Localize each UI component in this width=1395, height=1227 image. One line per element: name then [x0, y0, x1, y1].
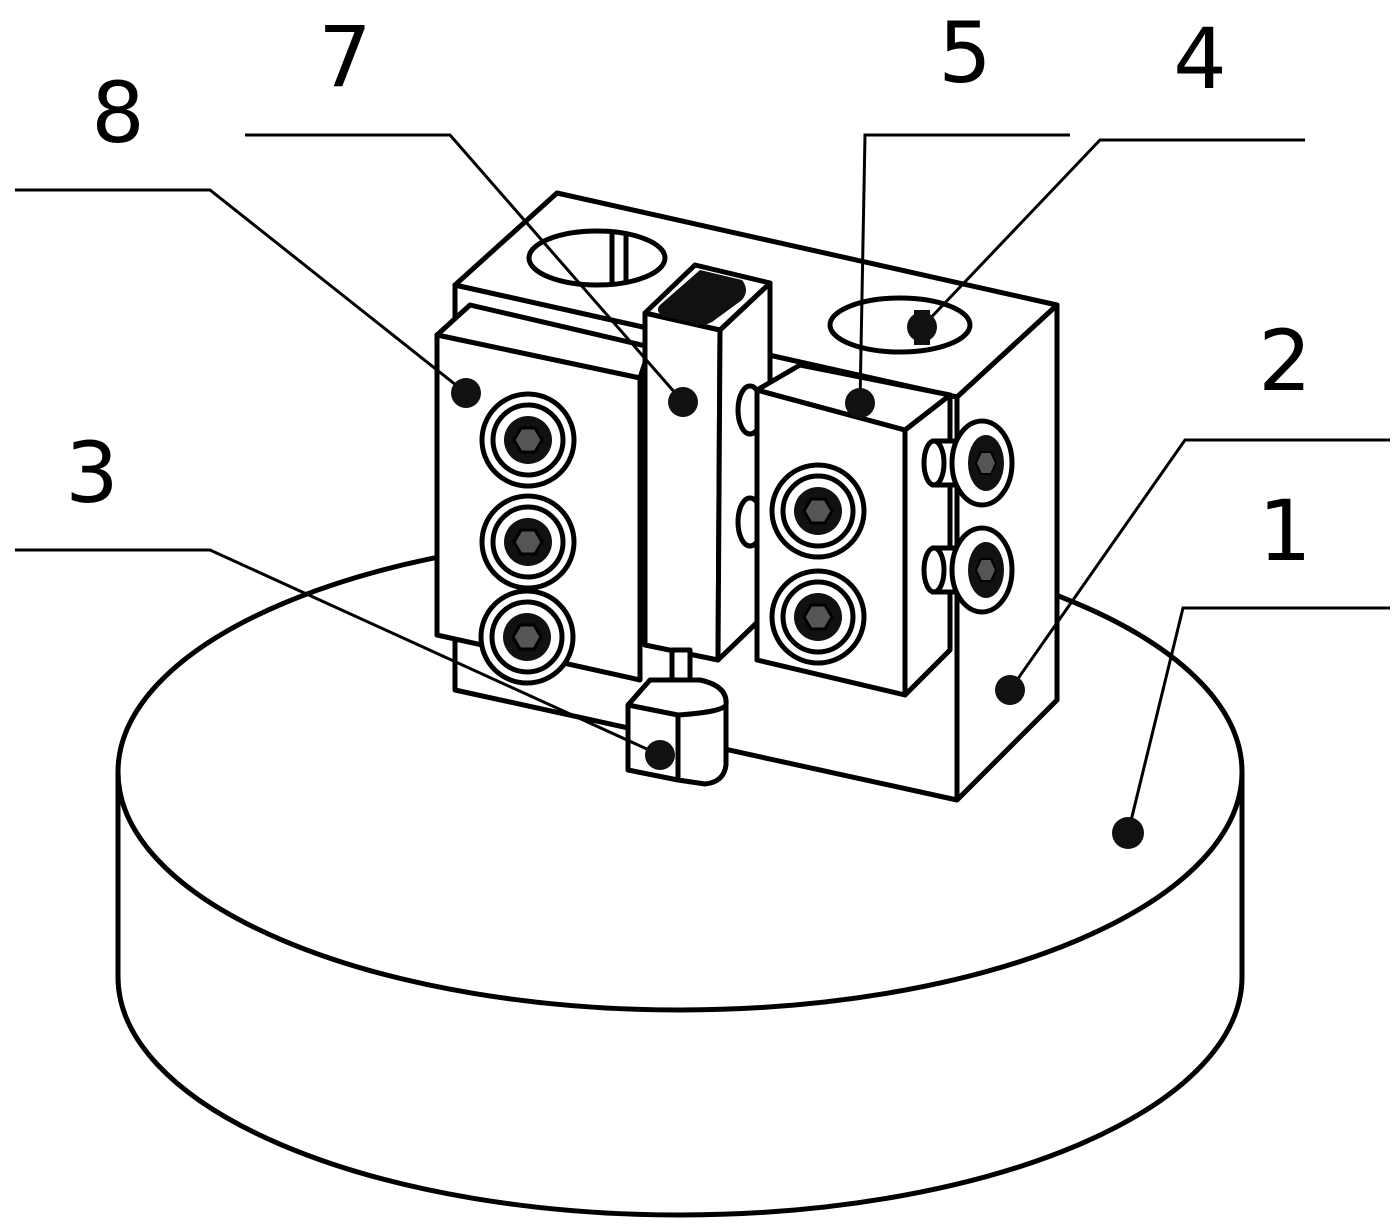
callout-dot-3 — [645, 740, 675, 770]
callout-label-4: 4 — [1173, 10, 1226, 108]
callout-dot-7 — [668, 387, 698, 417]
top-hole-right — [830, 298, 970, 352]
right-clamp-screw-1 — [772, 465, 864, 557]
left-clamp-screw-1 — [482, 394, 574, 486]
callout-label-3: 3 — [65, 424, 118, 522]
callout-label-1: 1 — [1258, 482, 1311, 580]
left-clamp-block — [437, 305, 650, 683]
vertical-bar-front-face — [645, 313, 720, 660]
vertical-bar — [645, 265, 770, 660]
callout-label-5: 5 — [938, 4, 991, 102]
callout-dot-1 — [1112, 817, 1144, 849]
top-hole-left — [529, 231, 665, 285]
left-clamp-screw-3 — [481, 591, 573, 683]
callout-dot-2 — [995, 675, 1025, 705]
callout-label-7: 7 — [318, 8, 371, 106]
callout-label-8: 8 — [91, 64, 144, 162]
left-clamp-screw-2 — [482, 496, 574, 588]
right-clamp-screw-2 — [772, 571, 864, 663]
callout-dot-8 — [451, 378, 481, 408]
callout-dot-5 — [845, 388, 875, 418]
leader-line-8 — [15, 190, 466, 393]
callout-label-2: 2 — [1258, 312, 1311, 410]
callout-dot-4 — [907, 312, 937, 342]
